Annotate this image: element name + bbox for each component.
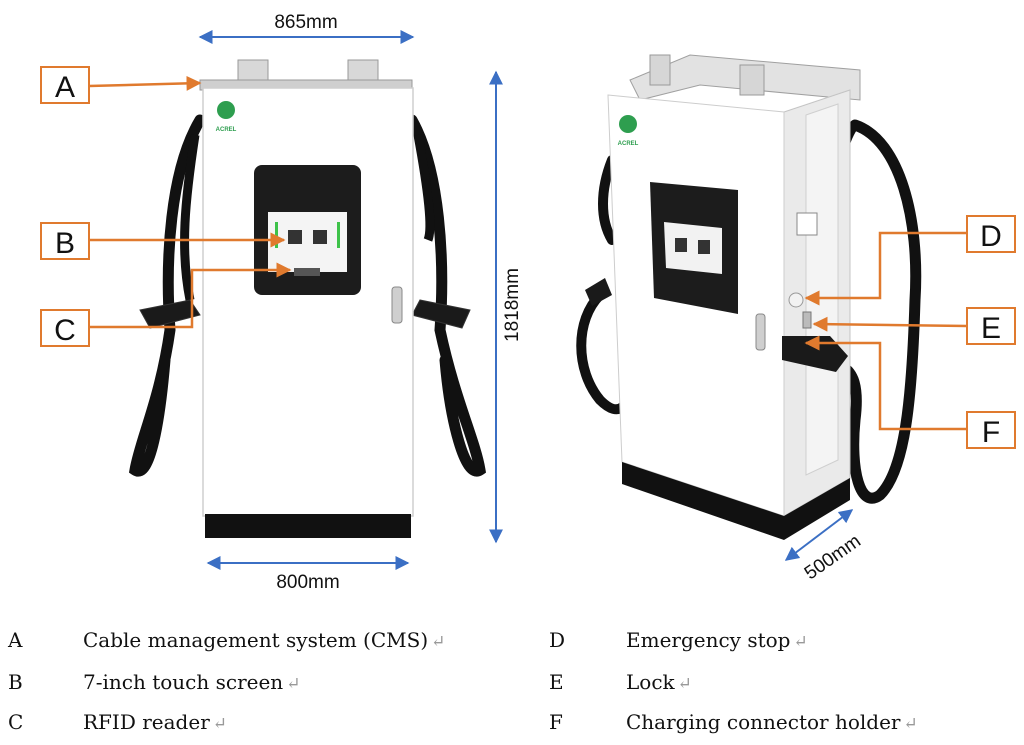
callout-box-f — [966, 411, 1016, 449]
callout-d-label: D — [980, 220, 1002, 253]
side-left-connector — [585, 278, 612, 306]
legend-item-c: RFID reader↵ — [83, 710, 227, 734]
dimension-width-top: 865mm — [274, 12, 337, 33]
paragraph-mark-icon: ↵ — [286, 674, 301, 694]
side-brand-name: ACREL — [618, 141, 639, 147]
side-brand-logo-icon — [619, 115, 637, 133]
legend-text-c: RFID reader — [83, 710, 210, 734]
legend: A Cable management system (CMS)↵ B 7-inc… — [0, 610, 1024, 745]
paragraph-mark-icon: ↵ — [793, 632, 808, 652]
callout-a-label: A — [55, 71, 75, 104]
side-touch-screen — [664, 222, 722, 274]
brand-logo-icon — [217, 101, 235, 119]
legend-letter-b: B — [8, 670, 23, 694]
callout-e-arrow — [812, 316, 968, 332]
legend-text-e: Lock — [626, 670, 675, 694]
qr-code-icon — [698, 240, 710, 254]
emergency-stop-button — [788, 292, 804, 308]
status-light — [337, 222, 340, 248]
status-light — [275, 222, 278, 248]
legend-text-f: Charging connector holder — [626, 710, 901, 734]
left-connector — [139, 299, 201, 329]
legend-text-a: Cable management system (CMS) — [83, 628, 429, 652]
rfid-reader — [294, 268, 320, 276]
warning-label-icon — [796, 212, 818, 236]
side-vent — [805, 103, 839, 476]
legend-text-d: Emergency stop — [626, 628, 791, 652]
side-door-handle — [755, 313, 766, 351]
callout-box-d — [966, 215, 1016, 253]
front-cabinet — [202, 87, 414, 517]
side-right-cable — [834, 119, 922, 504]
callout-c-label: C — [54, 314, 76, 347]
paragraph-mark-icon: ↵ — [212, 714, 227, 734]
brand-name: ACREL — [216, 127, 237, 133]
side-cms-bracket — [649, 54, 671, 86]
dimension-depth-arrow — [784, 509, 854, 561]
legend-letter-e: E — [549, 670, 564, 694]
left-cable — [128, 114, 206, 477]
qr-code-icon — [313, 230, 327, 244]
charger-diagram: ACREL 865mm 800mm 1818mm A B C — [40, 12, 1016, 593]
legend-item-b: 7-inch touch screen↵ — [83, 670, 300, 694]
callout-a-arrow — [88, 75, 202, 91]
legend-item-d: Emergency stop↵ — [626, 628, 808, 652]
callout-box-b — [40, 222, 90, 260]
front-base — [205, 514, 411, 538]
right-cable — [406, 114, 487, 477]
legend-letter-d: D — [549, 628, 566, 652]
callout-e-label: E — [981, 312, 1001, 345]
dimension-width-bottom: 800mm — [276, 572, 339, 593]
side-cms-bracket — [739, 64, 765, 96]
right-cable-loop — [413, 134, 435, 242]
callout-b-label: B — [55, 227, 75, 260]
touch-screen — [268, 212, 347, 272]
legend-text-b: 7-inch touch screen — [83, 670, 284, 694]
charging-connector-holder — [782, 336, 848, 372]
legend-item-e: Lock↵ — [626, 670, 692, 694]
callout-f-label: F — [982, 416, 1000, 449]
dimension-height: 1818mm — [502, 268, 523, 342]
callout-d-arrow — [804, 231, 967, 306]
legend-item-f: Charging connector holder↵ — [626, 710, 918, 734]
legend-letter-f: F — [549, 710, 563, 734]
paragraph-mark-icon: ↵ — [431, 632, 446, 652]
paragraph-mark-icon: ↵ — [677, 674, 692, 694]
dimension-depth: 500mm — [801, 531, 865, 585]
door-handle — [391, 286, 403, 324]
qr-code-icon — [675, 238, 687, 252]
legend-letter-a: A — [8, 628, 23, 652]
callout-f-arrow — [804, 335, 967, 431]
qr-code-icon — [288, 230, 302, 244]
callout-box-a — [40, 66, 90, 104]
lock-icon — [802, 311, 812, 329]
legend-item-a: Cable management system (CMS)↵ — [83, 628, 445, 652]
left-cable-loop — [180, 134, 200, 301]
right-connector — [411, 299, 471, 329]
legend-letter-c: C — [8, 710, 24, 734]
side-view: ACREL 500mm D E F — [576, 54, 1016, 585]
front-view: ACREL 865mm 800mm 1818mm A B C — [40, 12, 523, 593]
paragraph-mark-icon: ↵ — [903, 714, 918, 734]
callout-c-arrow — [89, 262, 292, 329]
